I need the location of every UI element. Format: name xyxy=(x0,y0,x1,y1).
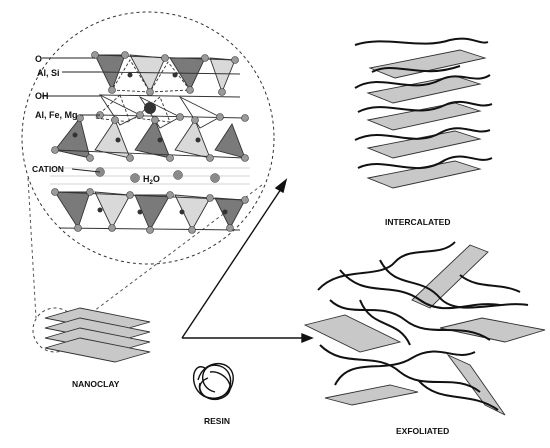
label-pointers xyxy=(42,57,101,173)
crystal-structure-zoom: O Al, Si OH Al, Fe, Mg CATION H2O xyxy=(21,11,275,353)
water-subscript: 2 xyxy=(150,180,154,186)
label-o: O xyxy=(35,54,42,64)
intercalated-chains xyxy=(354,37,493,170)
zoom-guide-line xyxy=(27,177,37,319)
label-resin: RESIN xyxy=(204,416,230,426)
label-cation: CATION xyxy=(32,164,64,174)
intercalated-structure xyxy=(354,37,493,189)
exfoliated-platelets xyxy=(303,244,546,416)
tetrahedral-layer-bottom xyxy=(54,191,246,232)
zoom-guide-line xyxy=(65,184,263,333)
label-nanoclay: NANOCLAY xyxy=(72,379,120,389)
water-h: H xyxy=(143,174,150,184)
resin-tangle xyxy=(192,363,234,401)
label-exfoliated: EXFOLIATED xyxy=(396,426,449,436)
central-atoms xyxy=(72,72,228,215)
tetrahedral-layer-top xyxy=(94,54,241,94)
tetrahedral-layer-middle xyxy=(54,116,246,159)
nanoclay-stack xyxy=(44,307,151,363)
octahedral-layer xyxy=(93,93,246,129)
exfoliated-chains xyxy=(317,241,529,411)
atoms xyxy=(51,51,249,234)
process-arrows xyxy=(181,178,314,344)
label-intercalated: INTERCALATED xyxy=(385,217,450,227)
label-water: H2O xyxy=(143,174,160,186)
label-al-si: Al, Si xyxy=(37,68,60,78)
exfoliated-structure xyxy=(303,241,546,416)
label-oh: OH xyxy=(35,91,49,101)
label-al-fe-mg: Al, Fe, Mg xyxy=(35,110,78,120)
intercalated-platelets xyxy=(366,49,487,189)
water-o: O xyxy=(153,174,160,184)
